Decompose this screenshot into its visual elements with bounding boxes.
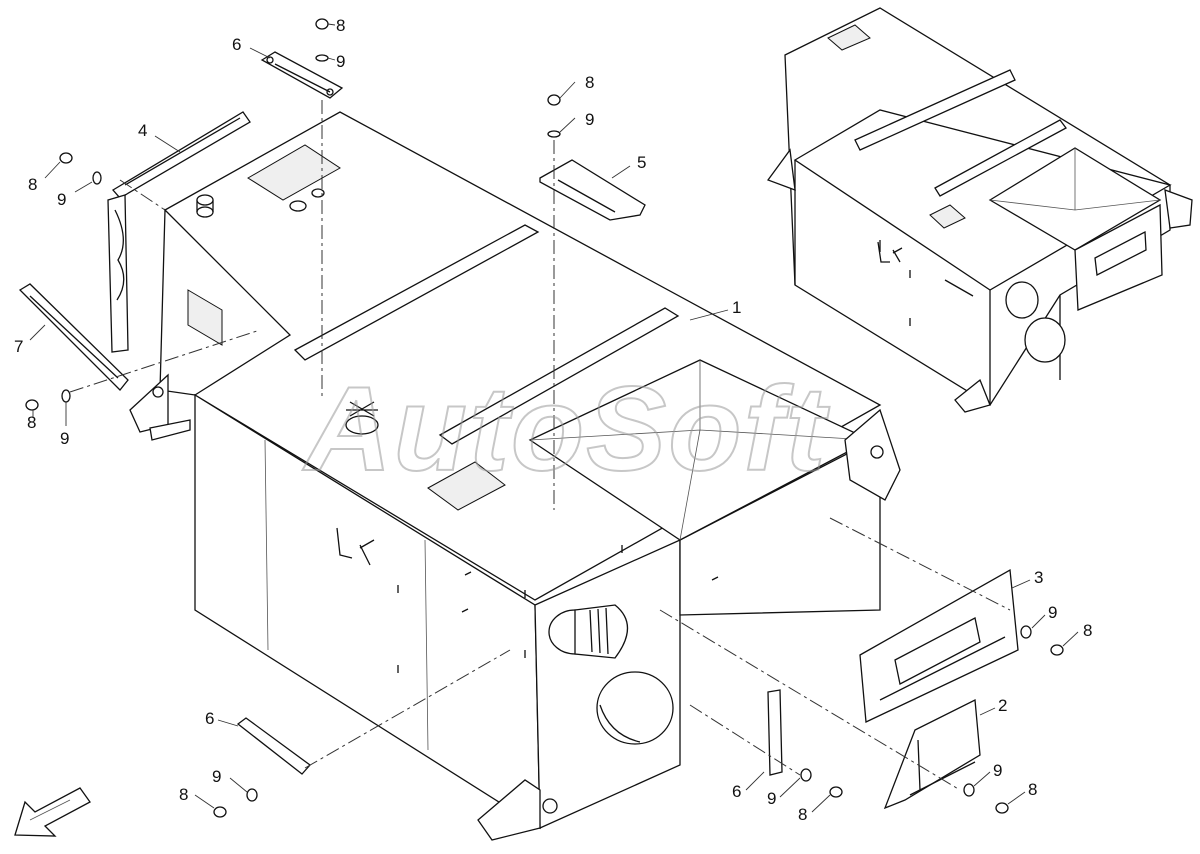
- part-3-plate: [859, 568, 1019, 723]
- callout-9: 9: [585, 110, 594, 129]
- callout-8: 8: [585, 73, 594, 92]
- part-6-top-bracket: [260, 51, 344, 99]
- callout-9: 9: [57, 190, 66, 209]
- callout-4: 4: [138, 121, 147, 140]
- callout-1: 1: [732, 298, 741, 317]
- part-2-bracket: [883, 698, 981, 810]
- assembled-view: [766, 7, 1193, 413]
- callout-6: 6: [732, 782, 741, 801]
- part-4-guide: [107, 111, 251, 353]
- part-5-bracket: [539, 159, 646, 221]
- callout-8: 8: [1028, 780, 1037, 799]
- direction-arrow-icon: [14, 787, 91, 837]
- callout-5: 5: [637, 153, 646, 172]
- callout-9: 9: [993, 761, 1002, 780]
- callout-7: 7: [14, 337, 23, 356]
- watermark: AutoSoft: [302, 362, 831, 496]
- part-6-right-strap: [767, 689, 783, 776]
- tank-body: [129, 111, 901, 841]
- assembly-lines: [69, 100, 1011, 791]
- callout-9: 9: [1048, 603, 1057, 622]
- callout-9: 9: [212, 767, 221, 786]
- callout-9: 9: [767, 789, 776, 808]
- callout-8: 8: [28, 175, 37, 194]
- callout-8: 8: [1083, 621, 1092, 640]
- callout-6: 6: [205, 709, 214, 728]
- callout-9: 9: [336, 52, 345, 71]
- callout-2: 2: [998, 696, 1007, 715]
- callouts: 8 9 6 8 9 5 4 8 9 7 8 9 1 3 9 8 2 9 8 6 …: [14, 16, 1092, 824]
- callout-8: 8: [179, 785, 188, 804]
- callout-3: 3: [1034, 568, 1043, 587]
- callout-8: 8: [27, 413, 36, 432]
- part-6-bottom-strap: [236, 717, 311, 775]
- fasteners: [25, 18, 1064, 818]
- part-7-rail: [18, 283, 129, 391]
- callout-9: 9: [60, 429, 69, 448]
- callout-8: 8: [798, 805, 807, 824]
- callout-8: 8: [336, 16, 345, 35]
- callout-6: 6: [232, 35, 241, 54]
- leader-lines: [29, 23, 1079, 813]
